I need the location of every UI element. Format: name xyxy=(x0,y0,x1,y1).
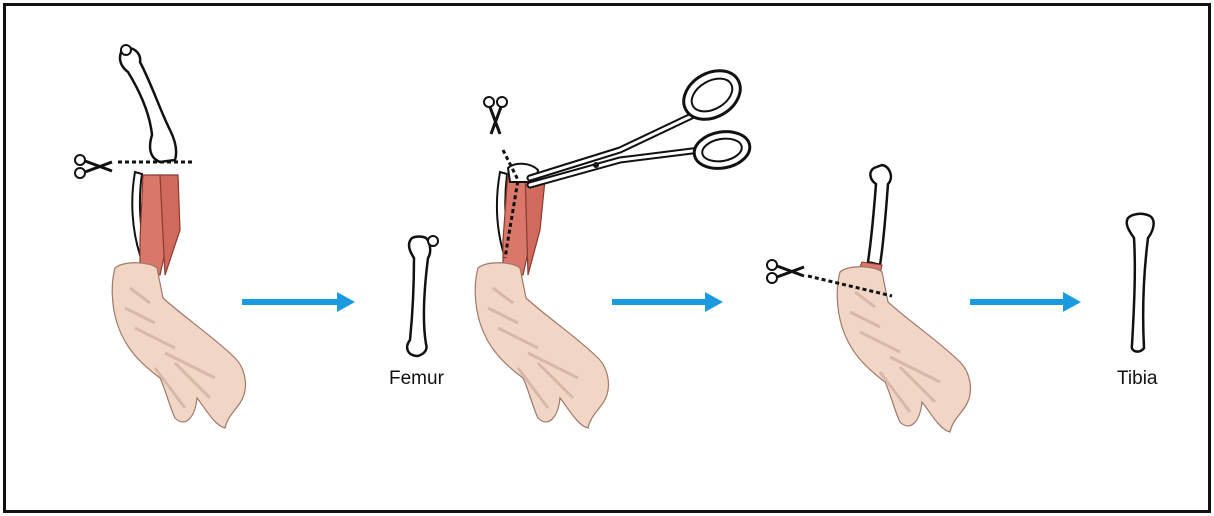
scissors-icon xyxy=(767,260,804,283)
scissors-icon xyxy=(75,155,112,178)
forceps-scissors-icon xyxy=(530,61,753,185)
femur-isolated xyxy=(407,236,438,356)
scissors-icon xyxy=(484,97,507,134)
arrow-right-icon xyxy=(242,292,355,312)
leg-step-1 xyxy=(75,45,245,428)
leg-step-3 xyxy=(767,165,970,432)
femur-bone xyxy=(120,48,176,162)
femur-label: Femur xyxy=(389,368,444,390)
tibia-bone xyxy=(868,165,891,265)
tibia-isolated xyxy=(1127,214,1154,352)
arrow-right-icon xyxy=(970,292,1081,312)
leg-step-2 xyxy=(475,61,752,428)
arrow-right-icon xyxy=(612,292,723,312)
tibia-label: Tibia xyxy=(1117,368,1157,390)
